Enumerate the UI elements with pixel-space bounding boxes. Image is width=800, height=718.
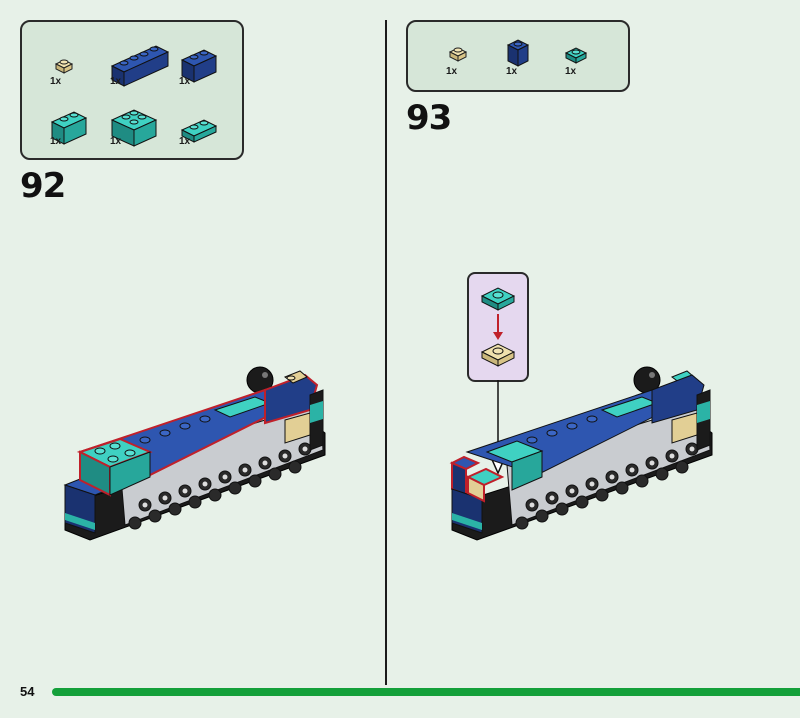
part-qty: 1x <box>50 76 62 87</box>
turquoise-1x2-brick-part <box>50 111 88 145</box>
step-number-92: 92 <box>20 166 66 206</box>
part-qty: 1x <box>179 76 191 87</box>
step-92-panel: 1x 1x 1x 1x 1x 1x 92 <box>0 0 385 690</box>
tan-round-plate-part <box>54 59 74 74</box>
model-illustration-93 <box>449 366 713 541</box>
sub-assembly-callout <box>467 272 529 382</box>
part-qty: 1x <box>179 136 191 147</box>
parts-illustrations-92 <box>50 45 218 147</box>
step-divider <box>385 20 387 685</box>
page-number: 54 <box>20 684 35 699</box>
parts-illustrations-93 <box>448 39 588 67</box>
model-illustration-92 <box>63 366 326 541</box>
part-qty: 1x <box>506 66 518 77</box>
turquoise-1x1-plate-part <box>564 47 588 64</box>
part-qty: 1x <box>565 66 577 77</box>
progress-bar <box>52 688 800 696</box>
sub-assembly-illustration <box>480 287 516 367</box>
tan-round-plate-part <box>448 47 468 62</box>
part-qty: 1x <box>110 136 122 147</box>
step-number-93: 93 <box>406 98 452 138</box>
turquoise-2x2-brick-part <box>110 109 158 147</box>
parts-callout-92: 1x 1x 1x 1x 1x 1x <box>20 20 244 160</box>
parts-callout-93: 1x 1x 1x <box>406 20 630 92</box>
step-93-panel: 1x 1x 1x 93 <box>387 0 800 690</box>
part-qty: 1x <box>50 136 62 147</box>
part-qty: 1x <box>446 66 458 77</box>
dark-blue-1x1-brick-part <box>506 39 530 67</box>
dark-blue-1x2-brick-part <box>180 49 218 83</box>
turquoise-1x2-plate-part <box>180 119 218 143</box>
dark-blue-1x4-brick-part <box>110 45 170 87</box>
part-qty: 1x <box>110 76 122 87</box>
